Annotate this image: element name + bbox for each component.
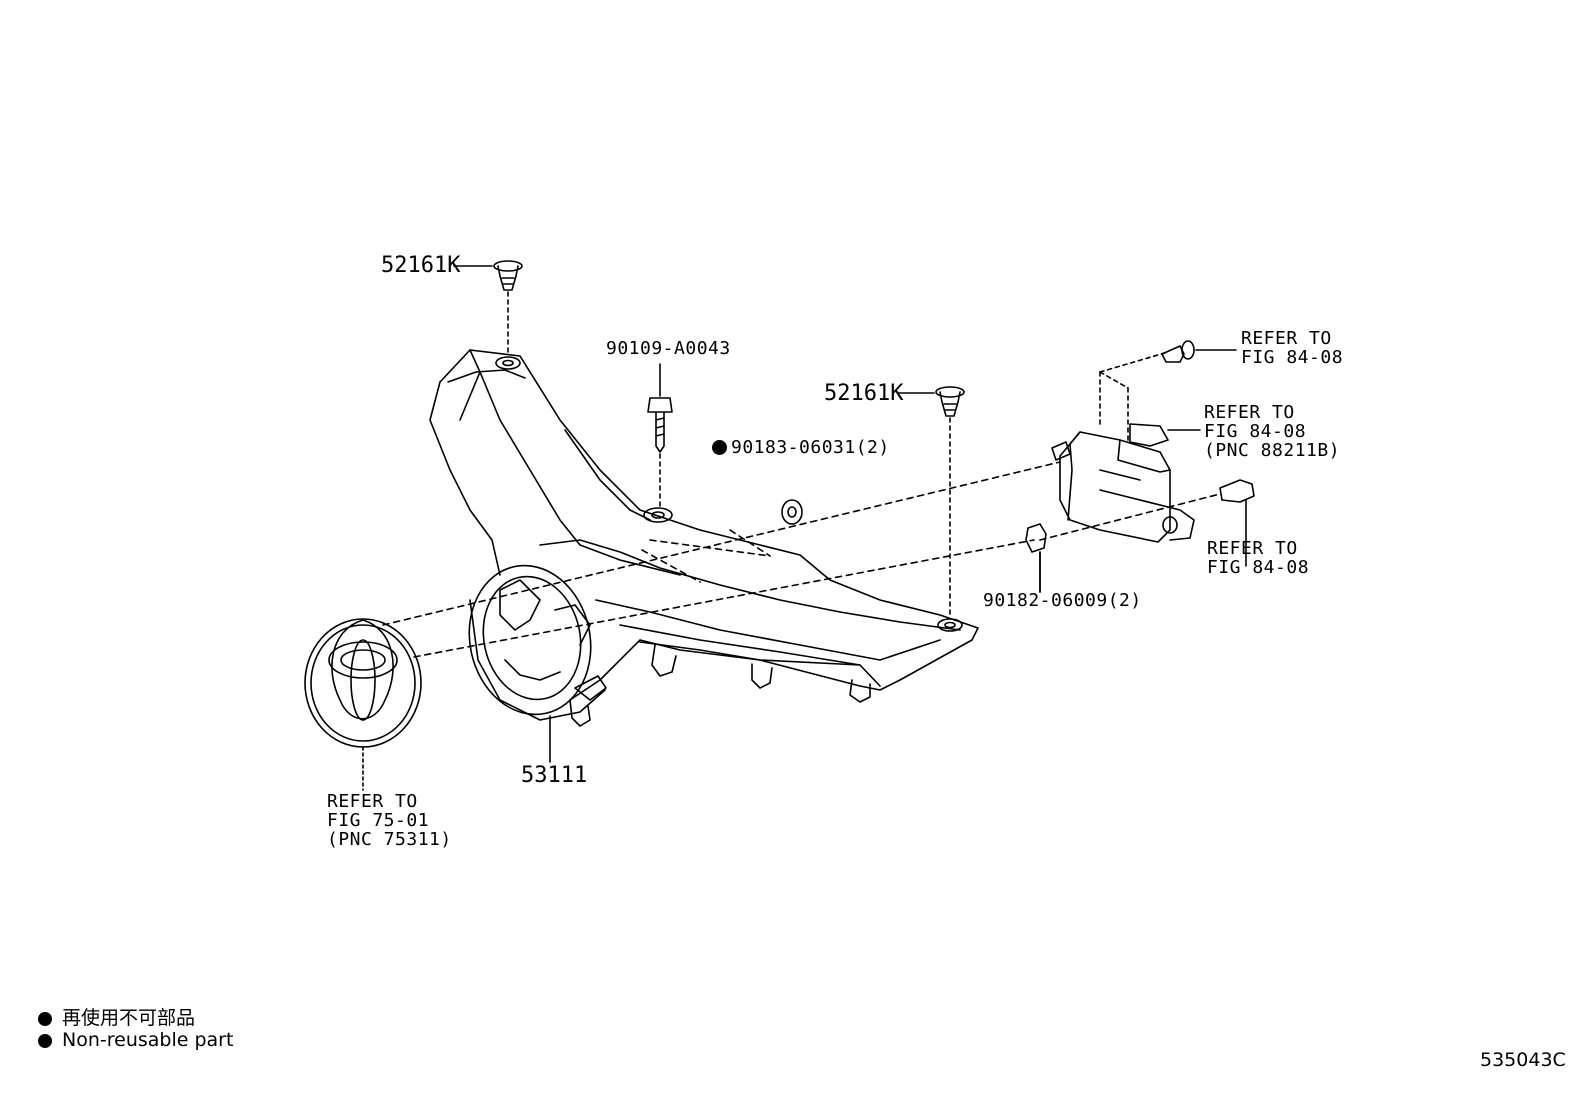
callout-90109-a0043: 90109-A0043 xyxy=(606,338,731,359)
ref-screw-upper-line2: FIG 84-08 xyxy=(1241,347,1344,368)
ref-bolt-lower-line1: REFER TO xyxy=(1207,538,1298,559)
figure-number: 535043C xyxy=(1480,1049,1566,1071)
assembly-lines xyxy=(382,461,1221,658)
ref-emblem-line1: REFER TO xyxy=(327,791,418,812)
screw-upper xyxy=(1161,340,1237,363)
ref-sensor-bracket-line2: FIG 84-08 xyxy=(1204,421,1307,442)
legend-marker-icon xyxy=(38,1012,52,1026)
bolt-lower-right xyxy=(1219,479,1255,567)
callout-52161k-top: 52161K xyxy=(381,253,461,278)
ref-bolt-lower-line2: FIG 84-08 xyxy=(1207,557,1310,578)
grille-53111 xyxy=(429,349,979,727)
nut-90182 xyxy=(1025,523,1047,593)
legend-text-en: Non-reusable part xyxy=(62,1029,234,1051)
radar-sensor-assembly xyxy=(1051,351,1201,543)
non-reusable-marker-icon xyxy=(712,440,727,455)
clip-52161k-center xyxy=(897,386,965,619)
ref-sensor-bracket-line3: (PNC 88211B) xyxy=(1204,440,1341,461)
callout-52161k-center: 52161K xyxy=(824,381,904,406)
clip-52161k-top xyxy=(453,260,523,357)
callout-90182: 90182-06009(2) xyxy=(983,590,1142,611)
ref-emblem-line2: FIG 75-01 xyxy=(327,810,430,831)
ref-sensor-bracket-line1: REFER TO xyxy=(1204,402,1295,423)
callout-90183: 90183-06031(2) xyxy=(712,438,890,457)
callout-53111: 53111 xyxy=(521,763,588,788)
legend-text-jp: 再使用不可部品 xyxy=(62,1007,196,1029)
bolt-90109-a0043 xyxy=(647,363,673,509)
emblem-logo xyxy=(304,618,422,791)
legend-line-en: Non-reusable part xyxy=(38,1029,233,1051)
ref-screw-upper-line1: REFER TO xyxy=(1241,328,1332,349)
nut-90183 xyxy=(781,499,803,525)
legend-marker-icon xyxy=(38,1034,52,1048)
ref-emblem-line3: (PNC 75311) xyxy=(327,829,452,850)
legend-line-jp: 再使用不可部品 xyxy=(38,1003,195,1030)
callout-90183-text: 90183-06031(2) xyxy=(731,437,890,458)
